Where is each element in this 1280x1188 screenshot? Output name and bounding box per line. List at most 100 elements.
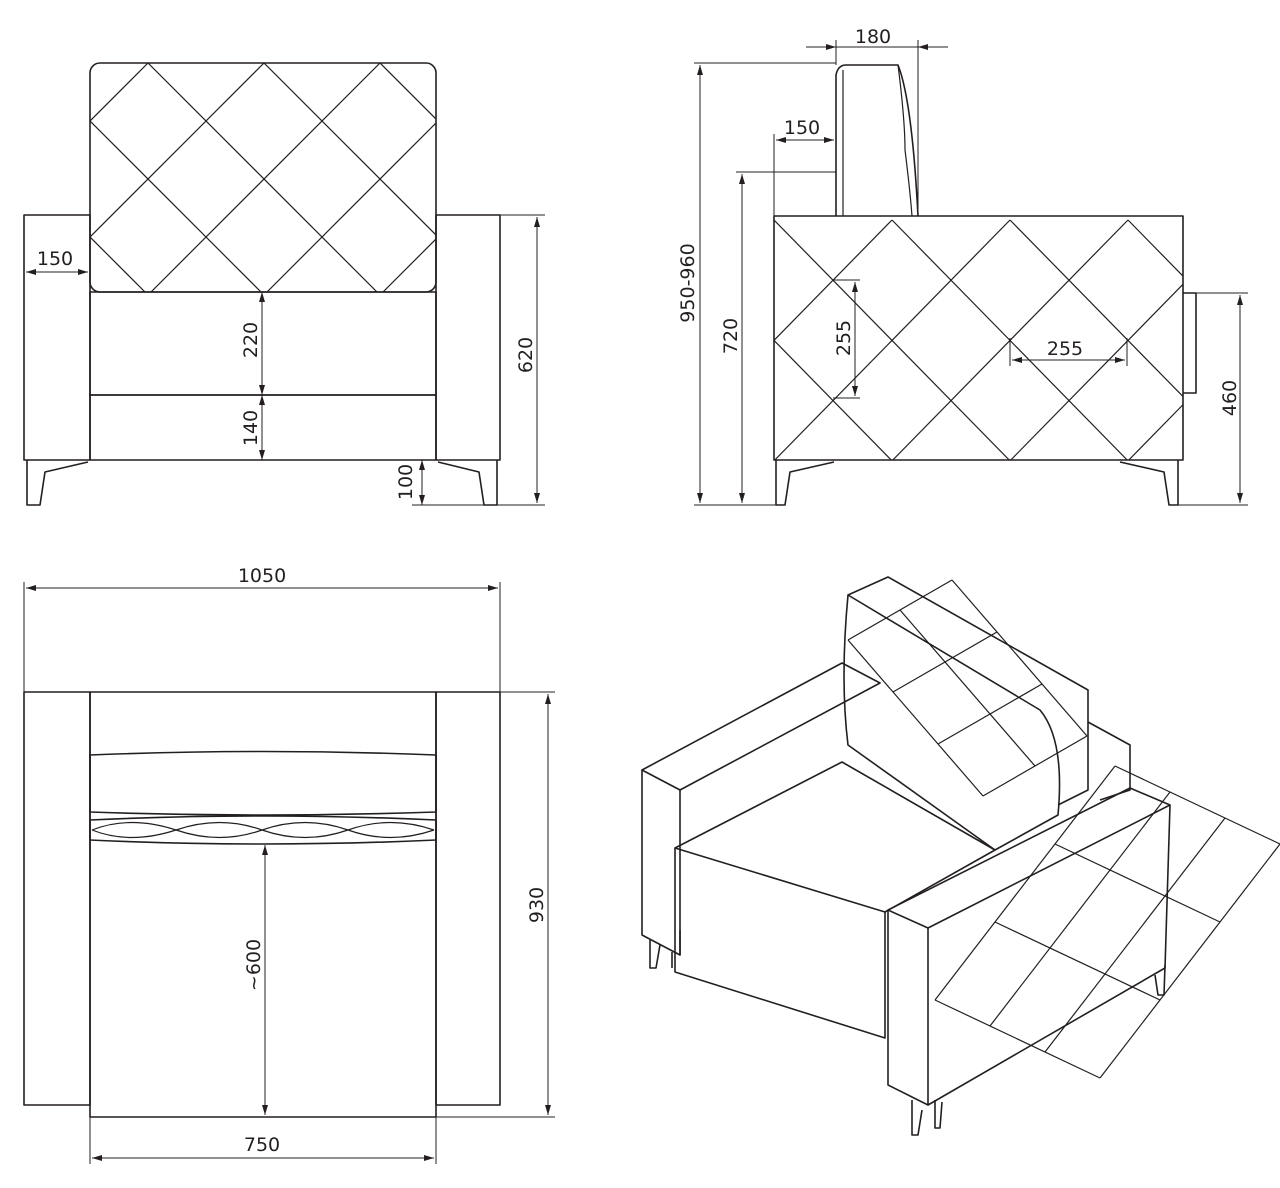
- dim-seat-width: 750: [244, 1134, 280, 1156]
- quilt-line: [421, 220, 656, 460]
- quilted-band-top: [89, 815, 437, 845]
- dim-diamond-height: 255: [833, 320, 855, 356]
- dim-backrest-edge-height: 720: [720, 318, 742, 354]
- arm-quilting: [0, 219, 1280, 460]
- right-leg: [437, 460, 498, 506]
- dim-total-height: 950-960: [677, 243, 699, 322]
- iso-right-arm-front: [887, 910, 929, 1106]
- arm-side: [773, 215, 1184, 461]
- quilt-line: [379, 63, 436, 292]
- seat-cushion: [89, 291, 437, 396]
- quilt-line: [615, 63, 844, 292]
- left-leg: [26, 460, 89, 506]
- quilt-line: [184, 220, 419, 460]
- quilt-line: [1192, 63, 1280, 292]
- iso-right-arm-side: [927, 804, 1171, 1106]
- quilt-line: [1010, 283, 1183, 460]
- quilt-line: [303, 220, 538, 460]
- quilt-line: [420, 220, 655, 460]
- quilt-line: [847, 579, 953, 641]
- dim-base-height: 140: [240, 410, 262, 446]
- seat-edge: [1183, 292, 1197, 394]
- dim-seat-height: 220: [240, 322, 262, 358]
- side-view: 180 150 950-960 720 255 255 460: [0, 26, 1280, 506]
- quilt-line: [1114, 765, 1280, 845]
- quilt-line: [1127, 219, 1183, 277]
- quilt-line: [774, 339, 892, 460]
- iso-backrest-frame: [847, 576, 1089, 806]
- backrest-quilting: [0, 63, 1280, 292]
- quilt-line: [937, 683, 1043, 745]
- right-arm: [435, 214, 501, 461]
- dim-total-depth: 930: [526, 887, 548, 923]
- iso-backrest-quilting: [847, 579, 1088, 797]
- quilt-line: [0, 220, 183, 460]
- quilt-line: [90, 63, 149, 292]
- iso-backrest-panel: [843, 594, 1061, 851]
- quilt-line: [934, 765, 1116, 1001]
- quilt-line: [982, 735, 1088, 797]
- iso-left-arm-top: [641, 662, 881, 791]
- quilt-line: [994, 921, 1161, 1001]
- quilt-line: [90, 63, 146, 292]
- quilt-line: [67, 220, 302, 460]
- front-view: 150 220 140 100 620: [0, 62, 1280, 506]
- quilt-line: [960, 63, 1189, 292]
- quilt-line: [934, 999, 1101, 1079]
- dim-diamond-width: 255: [1047, 338, 1083, 360]
- quilt-line: [1079, 63, 1280, 292]
- iso-leg-front-left: [649, 940, 673, 969]
- dim-seat-depth: ~600: [243, 939, 265, 991]
- iso-arm-quilting: [934, 765, 1280, 1079]
- quilt-line: [899, 609, 1036, 767]
- quilt-line: [731, 63, 960, 292]
- quilt-line: [1195, 63, 1280, 292]
- quilt-line: [989, 791, 1171, 1027]
- iso-right-arm-top: [887, 787, 1171, 929]
- quilt-line: [951, 579, 1088, 737]
- quilt-line: [847, 63, 1076, 292]
- left-arm-top: [23, 691, 91, 1106]
- quilt-line: [1247, 220, 1280, 460]
- quilt-line: [66, 220, 301, 460]
- quilt-line: [1054, 843, 1221, 923]
- back-cushion-top: [89, 750, 437, 816]
- quilt-line: [892, 631, 998, 693]
- quilt-line: [266, 63, 436, 292]
- quilt-line: [774, 219, 893, 342]
- quilt-line: [963, 63, 1192, 292]
- iso-seat-front: [674, 848, 886, 1039]
- top-view: 1050 930 ~600 750: [23, 565, 555, 1164]
- quilt-line: [1246, 220, 1280, 460]
- quilt-line: [612, 63, 841, 292]
- iso-seat-top: [674, 761, 996, 913]
- quilt-line: [147, 63, 378, 292]
- quilt-line: [1128, 403, 1183, 460]
- quilt-line: [774, 219, 1011, 460]
- dim-backrest-offset: 150: [784, 117, 820, 139]
- iso-leg-front-right: [911, 1100, 943, 1136]
- iso-left-arm-front: [641, 770, 681, 956]
- front-leg: [775, 460, 835, 506]
- backrest-side: [835, 64, 919, 217]
- isometric-view: [641, 576, 1280, 1136]
- quilt-line: [1044, 817, 1226, 1053]
- dim-backrest-depth: 180: [855, 26, 891, 48]
- dim-arm-height: 620: [515, 337, 537, 373]
- quilt-line: [90, 63, 262, 292]
- iso-leg-back: [1154, 964, 1166, 996]
- quilt-line: [1099, 843, 1280, 1079]
- seat-frame-top: [89, 691, 437, 1118]
- dim-arm-width: 150: [37, 248, 73, 270]
- quilt-line: [90, 63, 265, 292]
- dim-total-width: 1050: [238, 565, 286, 587]
- right-arm-top: [435, 691, 501, 1106]
- quilt-line: [0, 220, 184, 460]
- quilt-line: [0, 63, 32, 292]
- base: [89, 394, 437, 461]
- quilt-line: [263, 63, 436, 292]
- quilt-line: [844, 63, 1073, 292]
- rear-leg: [1119, 460, 1179, 506]
- iso-right-arm-back: [1087, 721, 1131, 801]
